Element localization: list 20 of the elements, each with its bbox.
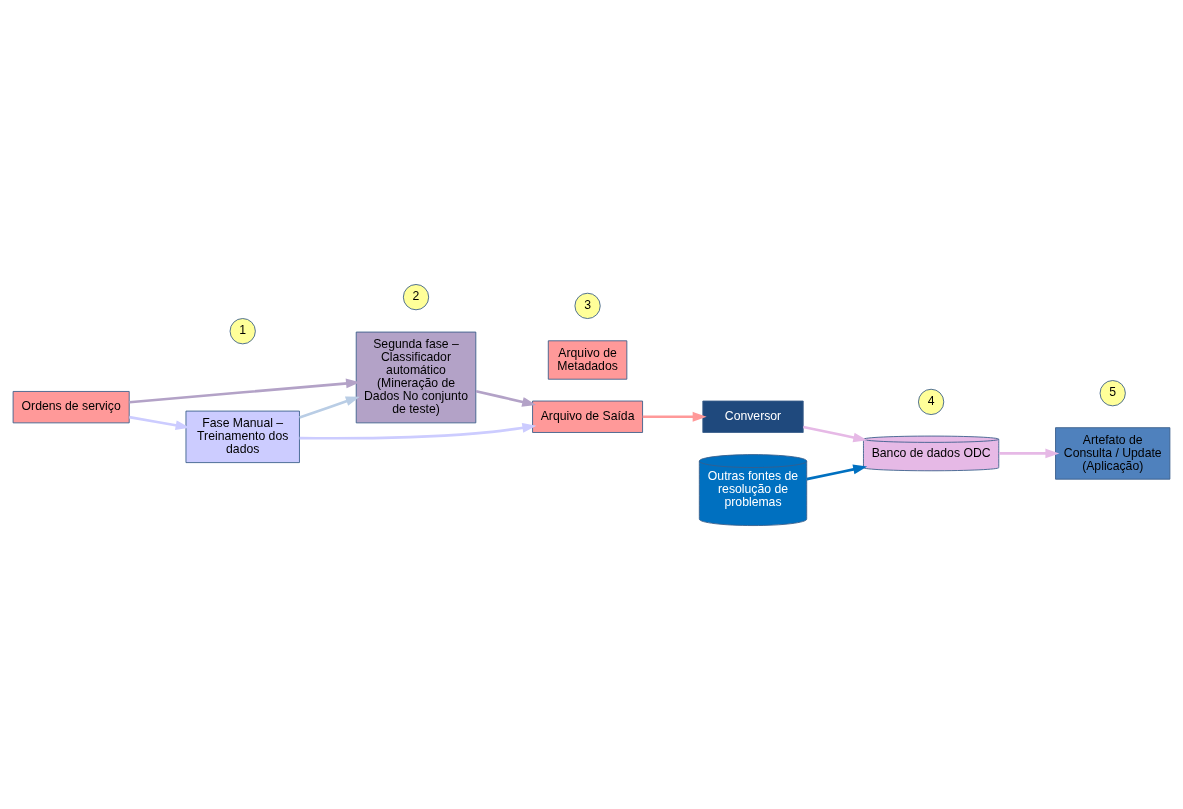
arrow	[299, 422, 537, 440]
node-box: Ordens de serviço	[12, 390, 130, 423]
node-box: Fase Manual – Treinamento dos dados	[185, 410, 300, 463]
arrow	[129, 415, 190, 430]
node-box: Arquivo de Saída	[532, 400, 643, 433]
node-circle: 3	[574, 292, 601, 319]
node-circle: 4	[918, 388, 945, 415]
node-circle: 5	[1099, 379, 1126, 406]
node-box: Artefato de Consulta / Update (Aplicação)	[1055, 426, 1171, 480]
node-circle: 1	[229, 317, 256, 344]
node-box: Segunda fase – Classificador automático (Mineração de Dados No conjunto de teste)	[355, 331, 477, 423]
arrow	[806, 464, 868, 480]
arrow	[998, 448, 1060, 458]
arrow	[642, 411, 707, 422]
arrow	[299, 396, 360, 419]
node-circle: 2	[402, 283, 430, 310]
node-box: Conversor	[702, 400, 804, 433]
node-box: Arquivo de Metadados	[547, 339, 628, 380]
arrow	[475, 389, 537, 407]
arrow	[803, 425, 868, 442]
